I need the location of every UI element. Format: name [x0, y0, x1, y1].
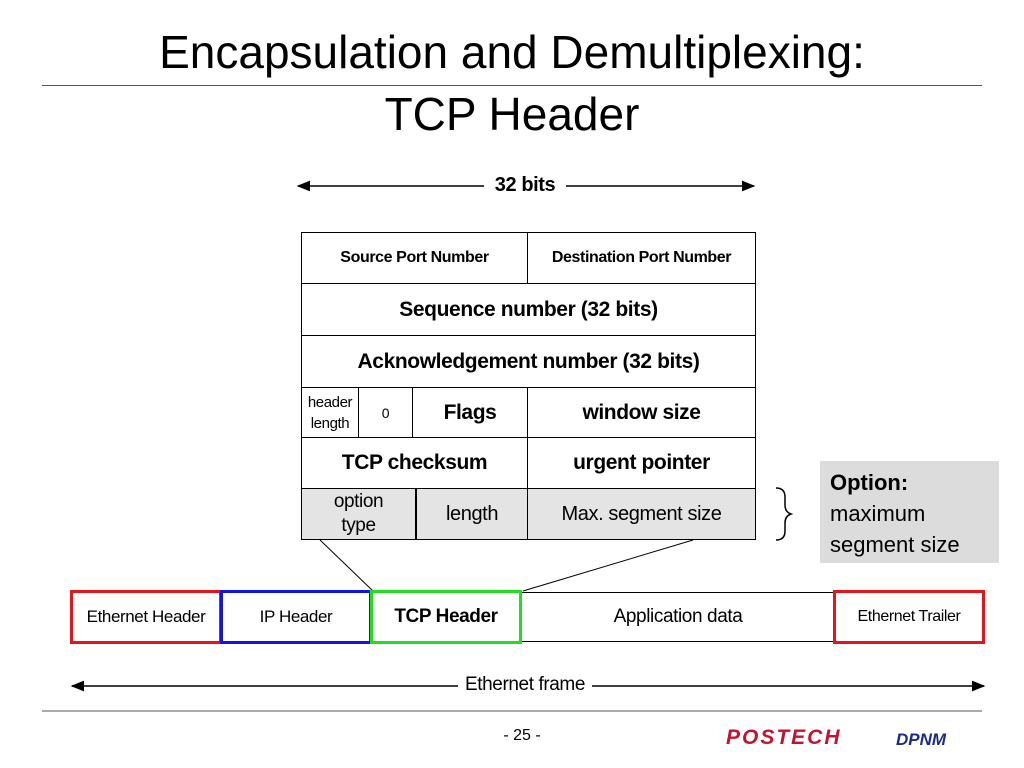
max-segment-size-cell: Max. segment size	[527, 488, 756, 540]
option-type-cell: option type	[301, 488, 416, 540]
callout-line1: maximum	[830, 501, 926, 526]
zoom-line-left	[319, 539, 374, 592]
frame-span-label: Ethernet frame	[458, 674, 592, 696]
option-length-cell: length	[416, 488, 528, 540]
header-length-line2: length	[310, 414, 350, 432]
tcp-header-box: TCP Header	[370, 590, 522, 644]
application-data-box: Application data	[522, 592, 834, 642]
option-callout: Option: maximum segment size	[820, 461, 999, 563]
postech-logo: POSTECH	[726, 726, 842, 749]
callout-title: Option:	[830, 470, 909, 495]
sequence-number-cell: Sequence number (32 bits)	[301, 283, 756, 336]
checksum-cell: TCP checksum	[301, 437, 528, 489]
dpnm-label: DPNM	[896, 730, 947, 749]
dest-port-cell: Destination Port Number	[527, 232, 756, 284]
source-port-cell: Source Port Number	[301, 232, 528, 284]
ethernet-header-box: Ethernet Header	[70, 590, 222, 644]
zoom-line-right	[522, 539, 694, 592]
page-number: - 25 -	[503, 727, 541, 744]
option-type-line1: option	[333, 491, 384, 512]
brace-icon	[775, 487, 794, 541]
header-length-cell: header length	[301, 387, 359, 438]
slide-title-line2: TCP Header	[384, 88, 640, 140]
ethernet-trailer-box: Ethernet Trailer	[833, 590, 985, 644]
urgent-pointer-cell: urgent pointer	[527, 437, 756, 489]
slide-title-line1: Encapsulation and Demultiplexing:	[159, 26, 865, 78]
callout-line2: segment size	[830, 532, 960, 557]
option-type-line2: type	[341, 515, 376, 536]
title-divider	[42, 85, 982, 86]
flags-cell: Flags	[412, 387, 528, 438]
header-length-line1: header	[307, 393, 353, 411]
window-size-cell: window size	[527, 387, 756, 438]
ip-header-box: IP Header	[220, 590, 372, 644]
width-label: 32 bits	[494, 174, 556, 196]
reserved-zero-cell: 0	[358, 387, 413, 438]
ack-number-cell: Acknowledgement number (32 bits)	[301, 335, 756, 388]
